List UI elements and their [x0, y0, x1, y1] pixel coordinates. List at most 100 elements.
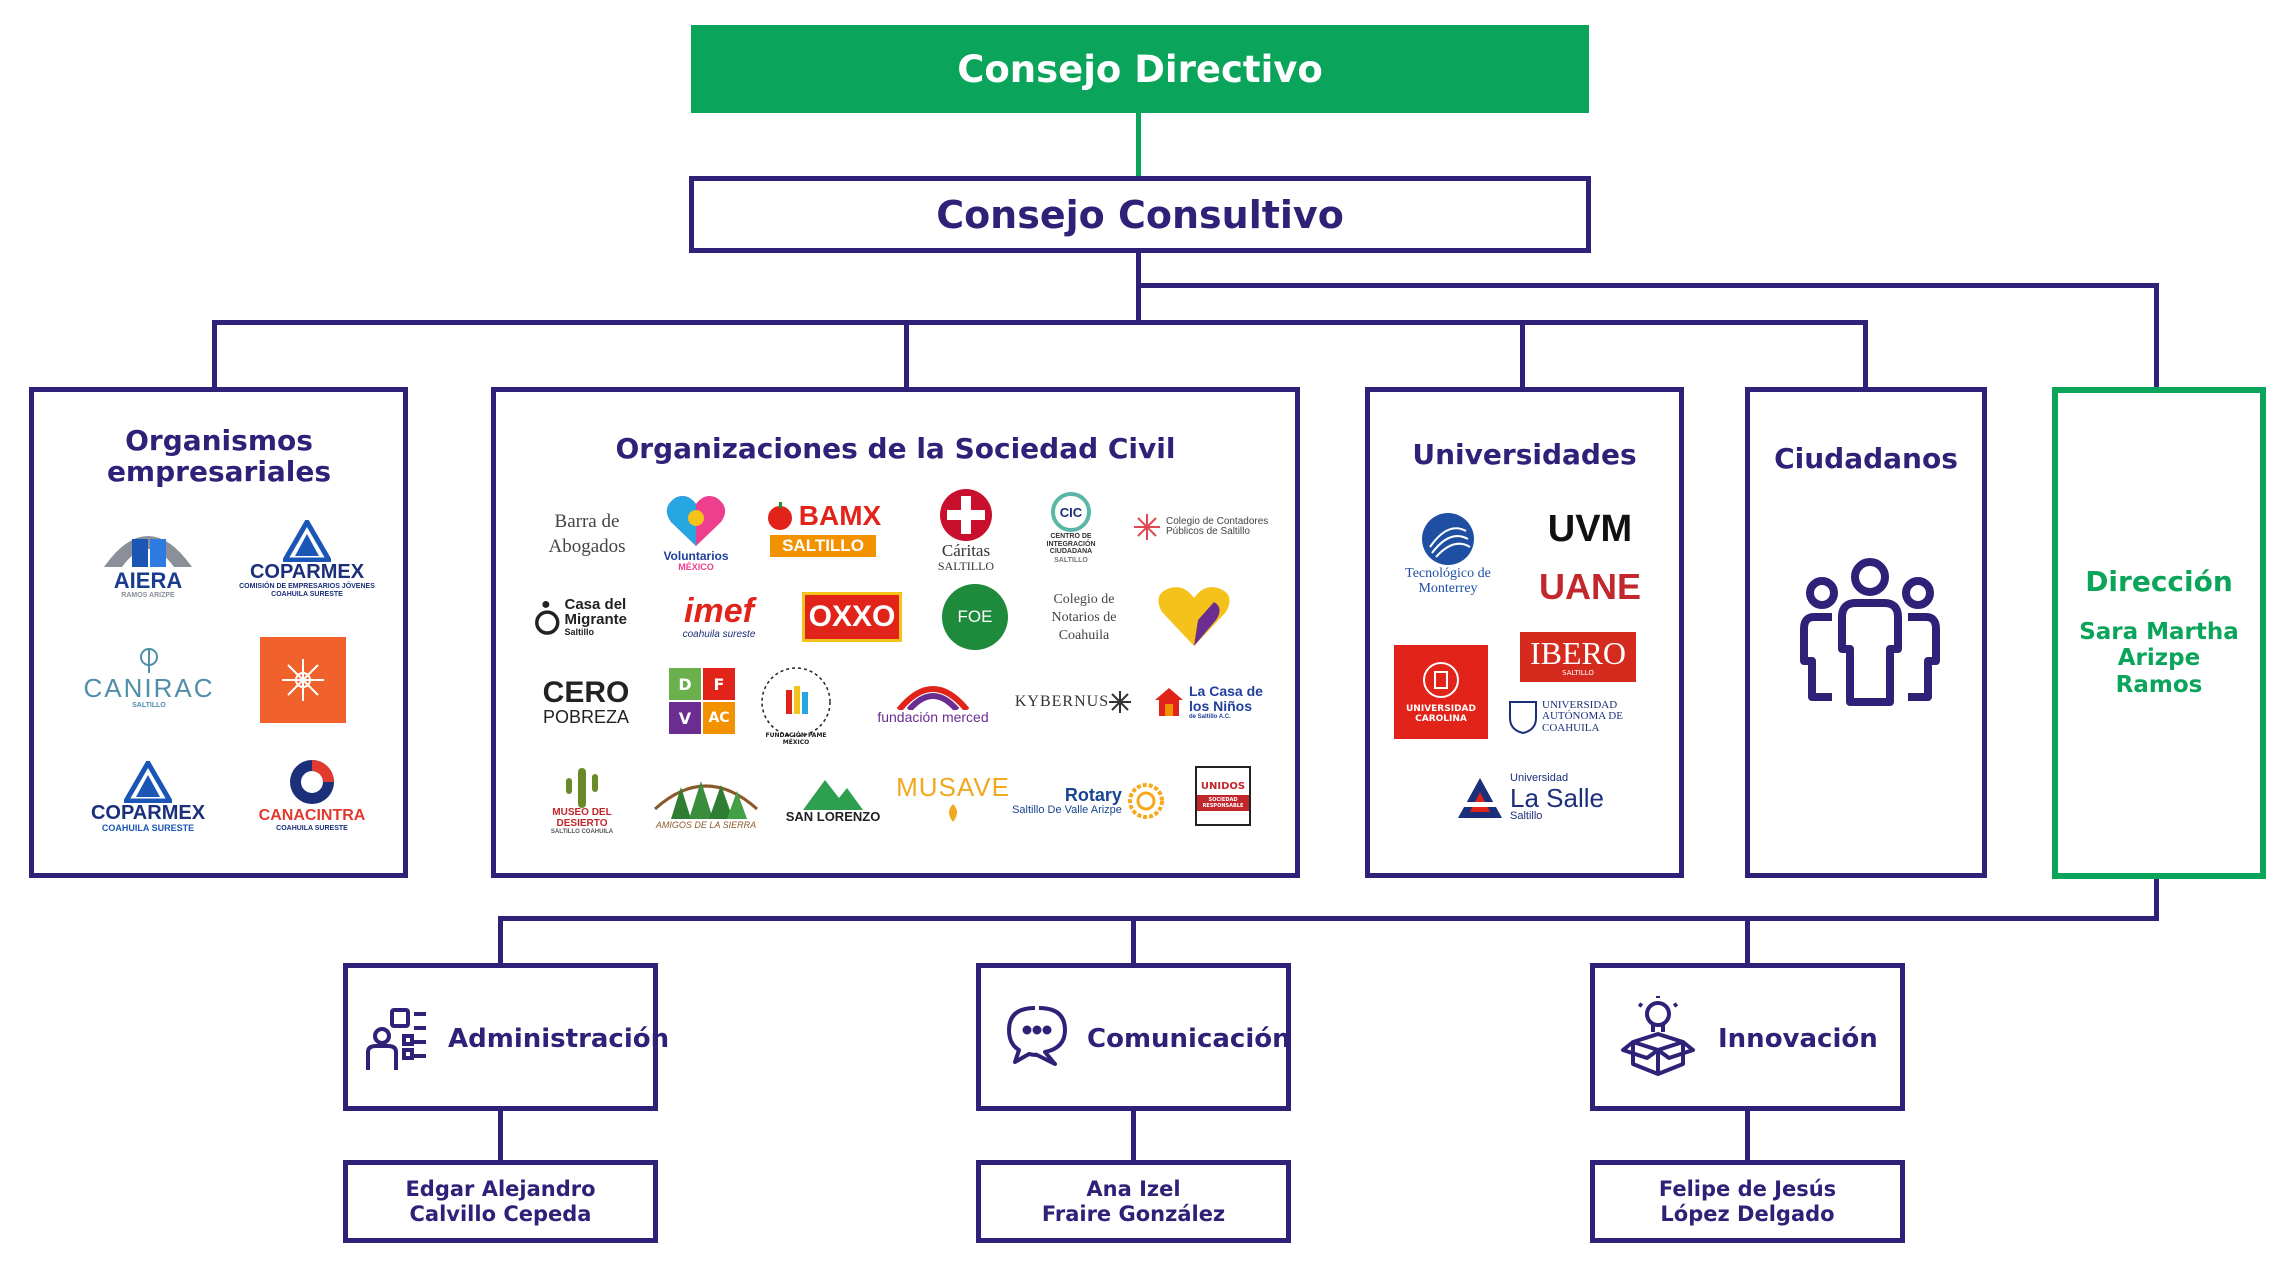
connector-comunicacion-person: [1131, 1108, 1136, 1163]
direccion-person: Sara Martha Arizpe Ramos: [2079, 619, 2239, 698]
uadec-text: UNIVERSIDAD AUTÓNOMA DE COAHUILA: [1542, 698, 1623, 734]
ibero-sub: SALTILLO: [1562, 669, 1594, 677]
merced-text: fundación merced: [877, 708, 989, 725]
connector-admin-person: [498, 1108, 503, 1163]
amigos-sierra-logo: AMIGOS DE LA SIERRA: [646, 764, 766, 836]
aiera-sub: RAMOS ARIZPE: [121, 591, 175, 599]
organismos-empresariales-box: Organismos empresariales AIERA RAMOS ARI…: [29, 387, 408, 878]
bamx-logo: BAMX SALTILLO: [758, 488, 888, 570]
rotary-sub: Saltillo De Valle Arizpe: [1012, 803, 1122, 816]
foe-text: FOE: [957, 607, 993, 626]
caritas-sub: SALTILLO: [937, 558, 995, 573]
lightbulb-box-icon: [1621, 996, 1695, 1076]
lasalle-pre: Universidad: [1510, 772, 1569, 785]
people-group-icon: [1800, 558, 1940, 706]
unidos-sub: SOCIEDAD RESPONSABLE: [1197, 795, 1249, 811]
carolina-text: UNIVERSIDAD CAROLINA: [1406, 704, 1476, 724]
notarios-text: Colegio de Notarios de Coahuila: [1051, 591, 1117, 644]
universidades-box: Universidades Tecnológico de Monterrey U…: [1365, 387, 1684, 878]
apple-icon: [767, 502, 792, 531]
innovacion-label: Innovación: [1718, 1024, 1878, 1054]
direccion-title: Dirección: [2085, 565, 2233, 598]
museo-desierto-logo: MUSEO DEL DESIERTO SALTILLO COAHUILA: [532, 760, 632, 840]
organismos-empresariales-title: Organismos empresariales: [106, 424, 332, 488]
amigos-text: AMIGOS DE LA SIERRA: [655, 820, 757, 831]
foe-logo: FOE: [942, 584, 1008, 650]
administracion-label: Administración: [448, 1024, 670, 1054]
barra-abogados-logo: Barra de Abogados: [532, 500, 642, 570]
casa-migrante-sub: Saltillo: [564, 627, 595, 638]
tec-globe-icon: [1422, 513, 1474, 566]
consejo-directivo-title: Consejo Directivo: [957, 47, 1323, 91]
coparmex-jovenes-text: COPARMEX: [249, 561, 365, 584]
canirac-logo: CANIRAC SALTILLO: [74, 637, 224, 717]
pame-circle-icon: [761, 667, 831, 737]
comunicacion-box: Comunicación: [976, 963, 1291, 1111]
canirac-mark-icon: [140, 647, 158, 673]
cero-text: CERO: [542, 675, 630, 709]
cero-pobreza-logo: CERO POBREZA: [536, 672, 636, 732]
uadec-shield-icon: [1509, 701, 1537, 734]
rotary-logo: Rotary Saltillo De Valle Arizpe: [998, 776, 1178, 826]
comunicacion-person-line2: Fraire González: [1041, 1201, 1226, 1226]
oxxo-text: OXXO: [808, 600, 896, 633]
connector-innovacion-person: [1745, 1108, 1750, 1163]
fundacion-merced-logo: fundación merced: [868, 672, 998, 732]
direccion-box: Dirección Sara Martha Arizpe Ramos: [2052, 387, 2266, 879]
canacintra-logo: CANACINTRA COAHUILA SURESTE: [242, 749, 382, 839]
casa-ninos-text: La Casa de los Niños: [1189, 683, 1263, 714]
kybernus-burst-icon: [1109, 691, 1132, 713]
dfvac-ac: AC: [703, 702, 735, 734]
notarios-logo: Colegio de Notarios de Coahuila: [1034, 588, 1134, 648]
voluntarios-text: Voluntarios: [663, 548, 729, 563]
cactus-icon: [566, 768, 598, 809]
universidad-carolina-logo: UNIVERSIDAD CAROLINA: [1394, 645, 1488, 739]
coparmex-sub: COAHUILA SURESTE: [101, 822, 195, 833]
connector-direccion-down: [2154, 876, 2159, 921]
star-burst-icon: [282, 659, 324, 701]
connector-right-branch: [1136, 283, 2159, 288]
administracion-person-box: Edgar Alejandro Calvillo Cepeda: [343, 1160, 658, 1243]
administracion-person-line2: Calvillo Cepeda: [409, 1201, 592, 1226]
canacintra-gear-icon: [290, 759, 334, 804]
imef-text: imef: [684, 591, 754, 630]
canirac-text: CANIRAC: [83, 672, 215, 703]
rotary-text: Rotary: [1064, 784, 1122, 805]
dfvac-d: D: [669, 668, 701, 700]
san-lorenzo-logo: SAN LORENZO: [778, 766, 888, 832]
cic-sub2: SALTILLO: [1054, 557, 1088, 565]
bamx-text: BAMX: [798, 500, 882, 532]
consejo-consultivo-box: Consejo Consultivo: [689, 176, 1591, 253]
imef-sub: coahuila sureste: [682, 628, 756, 640]
aiera-text: AIERA: [113, 567, 183, 593]
uvm-logo: UVM: [1520, 504, 1660, 554]
ciudadanos-title: Ciudadanos: [1774, 442, 1958, 475]
casa-migrante-text: Casa del Migrante: [564, 595, 628, 629]
bamx-sub: SALTILLO: [770, 535, 876, 557]
connector-drop-empresariales: [212, 320, 217, 387]
lasalle-logo: Universidad La Salle Saltillo: [1430, 768, 1630, 828]
comunicacion-person-box: Ana Izel Fraire González: [976, 1160, 1291, 1243]
caritas-cross-icon: [940, 488, 992, 541]
trees-icon: [653, 781, 759, 820]
innovacion-person-line2: López Delgado: [1660, 1201, 1835, 1226]
comunicacion-person-line1: Ana Izel: [1086, 1177, 1181, 1202]
tec-text: Tecnológico de Monterrey: [1405, 566, 1491, 596]
musave-logo: MUSAVE: [896, 764, 1009, 834]
casa-ninos-logo: La Casa de los Niños de Saltillo A.C.: [1150, 676, 1288, 728]
contadores-logo: Colegio de Contadores Públicos de Saltil…: [1128, 502, 1278, 552]
coparmex-triangle-icon: [283, 520, 331, 563]
contadores-text: Colegio de Contadores Públicos de Saltil…: [1166, 515, 1269, 537]
merced-arc-icon: [896, 685, 970, 710]
dfvac-v: V: [669, 702, 701, 734]
osc-box: Organizaciones de la Sociedad Civil Barr…: [491, 387, 1300, 878]
osc-title: Organizaciones de la Sociedad Civil: [615, 432, 1176, 465]
chat-bubbles-icon: [1007, 1006, 1067, 1066]
coparmex-logo: COPARMEX COAHUILA SURESTE: [68, 752, 228, 842]
uane-text: UANE: [1538, 566, 1641, 607]
unidos-text: UNIDOS: [1200, 781, 1246, 792]
caritas-logo: Cáritas SALTILLO: [921, 484, 1011, 576]
canacintra-sub: COAHUILA SURESTE: [276, 824, 348, 832]
carolina-crest-icon: [1423, 662, 1459, 698]
rotary-wheel-icon: [1127, 783, 1164, 819]
